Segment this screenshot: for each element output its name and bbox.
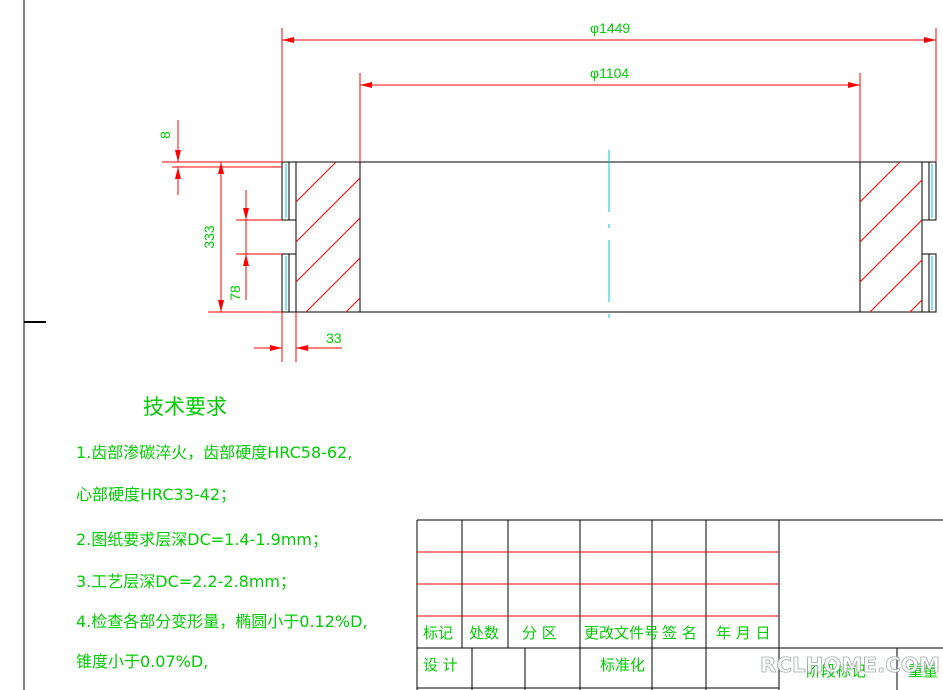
tb-header-mark: 标记 bbox=[423, 624, 453, 642]
tech-req-line-1: 1.齿部渗碳淬火，齿部硬度HRC58-62, bbox=[76, 443, 352, 462]
groove-strips bbox=[285, 164, 933, 310]
tech-req-line-5: 4.检查各部分变形量，椭圆小于0.12%D, bbox=[76, 612, 368, 631]
dimension-arrows bbox=[175, 37, 936, 351]
dim-groove-height: 78 bbox=[227, 285, 243, 301]
section-hatch-left bbox=[296, 162, 360, 312]
dim-groove-depth: 33 bbox=[326, 330, 342, 346]
section-hatch-right bbox=[860, 162, 922, 312]
dimension-lines bbox=[162, 28, 937, 362]
tb-standard-label: 标准化 bbox=[600, 656, 645, 674]
dim-top-offset: 8 bbox=[157, 131, 173, 139]
dim-total-height: 333 bbox=[201, 225, 217, 249]
tb-header-zone: 分 区 bbox=[522, 624, 557, 642]
tech-req-line-6: 锥度小于0.07%D, bbox=[76, 652, 208, 671]
tech-req-title: 技术要求 bbox=[143, 395, 227, 419]
tb-weight-label: 重量 bbox=[908, 662, 938, 680]
tb-header-count: 处数 bbox=[469, 624, 499, 642]
tb-header-date: 年 月 日 bbox=[716, 624, 771, 642]
tech-req-line-2: 心部硬度HRC33-42； bbox=[76, 485, 236, 504]
tb-stage-label: 阶段标记 bbox=[806, 662, 866, 680]
tech-req-line-3: 2.图纸要求层深DC=1.4-1.9mm； bbox=[76, 530, 328, 549]
tb-header-change-doc: 更改文件号 bbox=[584, 624, 659, 642]
tech-req-line-4: 3.工艺层深DC=2.2-2.8mm； bbox=[76, 572, 296, 591]
tb-header-signature: 签 名 bbox=[662, 624, 697, 642]
title-block: 标记 处数 分 区 更改文件号 签 名 年 月 日 设 计 标准化 阶段标记 重… bbox=[416, 519, 943, 690]
tb-design-label: 设 计 bbox=[423, 656, 458, 674]
dim-outer-diameter: φ1449 bbox=[590, 20, 630, 36]
dim-inner-diameter: φ1104 bbox=[590, 65, 629, 81]
watermark: RCLHOME.COM bbox=[760, 653, 940, 677]
